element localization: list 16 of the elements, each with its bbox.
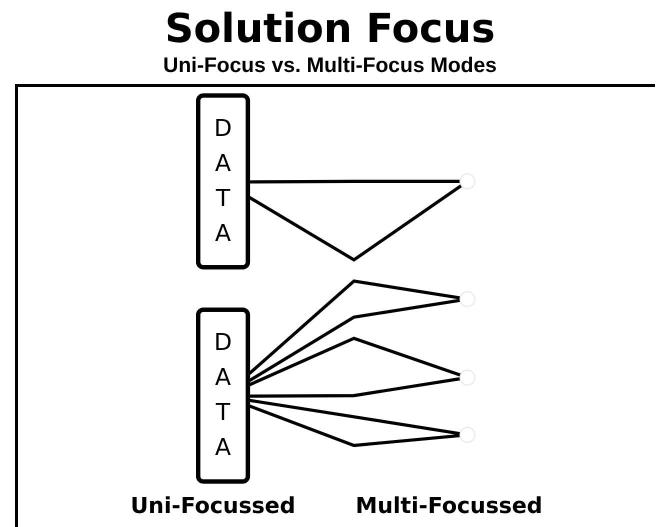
connector [248,398,460,436]
node-circle [460,173,476,190]
connector [248,184,462,262]
subtitle: Uni-Focus vs. Multi-Focus Modes [163,54,497,78]
frame-panel: D A T A D A T A Uni-Focussed Multi-Focussed [15,84,655,527]
title: Solution Focus [164,6,496,52]
node-circle [460,426,476,443]
connector [248,180,460,184]
mode-label: Multi-Focussed [355,494,543,519]
connector [248,377,460,398]
connector [248,336,461,387]
connector [248,404,460,448]
node-circle [460,370,476,386]
connector [248,298,460,383]
mode-label: Uni-Focussed [130,494,296,519]
node-circle [460,291,476,308]
